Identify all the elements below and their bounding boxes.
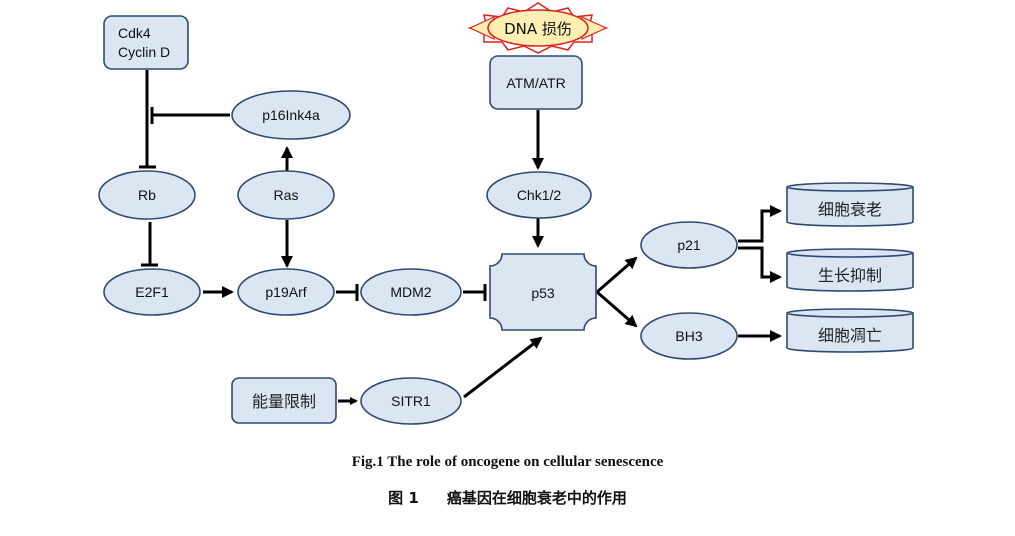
node-label: p16Ink4a — [262, 107, 320, 123]
edge-p53-p21 — [596, 256, 638, 294]
node-e2f1: E2F1 — [103, 268, 201, 316]
node-p53: p53 — [489, 253, 597, 331]
node-label: Ras — [274, 187, 299, 203]
node-label: BH3 — [675, 328, 702, 344]
edge-cdk4-rb — [139, 70, 156, 169]
node-label: Chk1/2 — [517, 187, 562, 203]
edge-sitr1-p53 — [463, 336, 543, 399]
edge-mdm2-p53 — [463, 284, 487, 301]
caption-english: Fig.1 The role of oncogene on cellular s… — [351, 454, 664, 470]
node-label: 细胞衰老 — [818, 200, 882, 219]
node-label: Cyclin D — [118, 44, 170, 60]
node-label: MDM2 — [390, 284, 431, 300]
node-rb: Rb — [98, 170, 196, 220]
edge-p53-bh3 — [596, 290, 638, 328]
node-label: 细胞凋亡 — [818, 326, 882, 345]
node-atm-atr: ATM/ATR — [489, 55, 583, 110]
caption-chinese-text: 癌基因在细胞衰老中的作用 — [446, 489, 627, 507]
node-mdm2: MDM2 — [360, 268, 462, 316]
node-p16ink4a: p16Ink4a — [231, 90, 351, 140]
node-bh3: BH3 — [640, 312, 738, 360]
edge-p16-inhibit — [150, 107, 230, 124]
node-label: SITR1 — [391, 393, 431, 409]
node-calorie-restriction: 能量限制 — [231, 377, 337, 424]
node-ras: Ras — [237, 170, 335, 220]
edge-p19arf-mdm2 — [336, 284, 359, 301]
node-cellular-senescence: 细胞衰老 — [786, 182, 914, 227]
node-label: p53 — [531, 285, 555, 301]
node-label: Rb — [138, 187, 156, 203]
node-sitr1: SITR1 — [360, 377, 462, 425]
node-label: DNA 损伤 — [504, 20, 572, 38]
node-label: ATM/ATR — [506, 75, 565, 91]
edge-p21-outcomes — [738, 205, 782, 283]
node-label: p21 — [677, 237, 701, 253]
node-label: 能量限制 — [252, 392, 316, 411]
node-label: E2F1 — [135, 284, 169, 300]
node-apoptosis: 细胞凋亡 — [786, 308, 914, 353]
node-label: p19Arf — [265, 284, 306, 300]
edge-rb-e2f1 — [141, 222, 158, 267]
node-growth-arrest: 生长抑制 — [786, 248, 914, 292]
node-cdk4-cyclin-d: Cdk4 Cyclin D — [103, 15, 189, 70]
node-chk1-2: Chk1/2 — [486, 171, 592, 219]
node-label: 生长抑制 — [818, 266, 882, 285]
caption-chinese: 图 1 癌基因在细胞衰老中的作用 — [0, 487, 1015, 508]
node-p21: p21 — [640, 221, 738, 269]
node-p19arf: p19Arf — [237, 268, 335, 316]
caption-figure-label: 图 1 — [388, 489, 419, 507]
node-label: Cdk4 — [118, 25, 151, 41]
node-dna-damage: DNA 损伤 — [467, 2, 609, 54]
